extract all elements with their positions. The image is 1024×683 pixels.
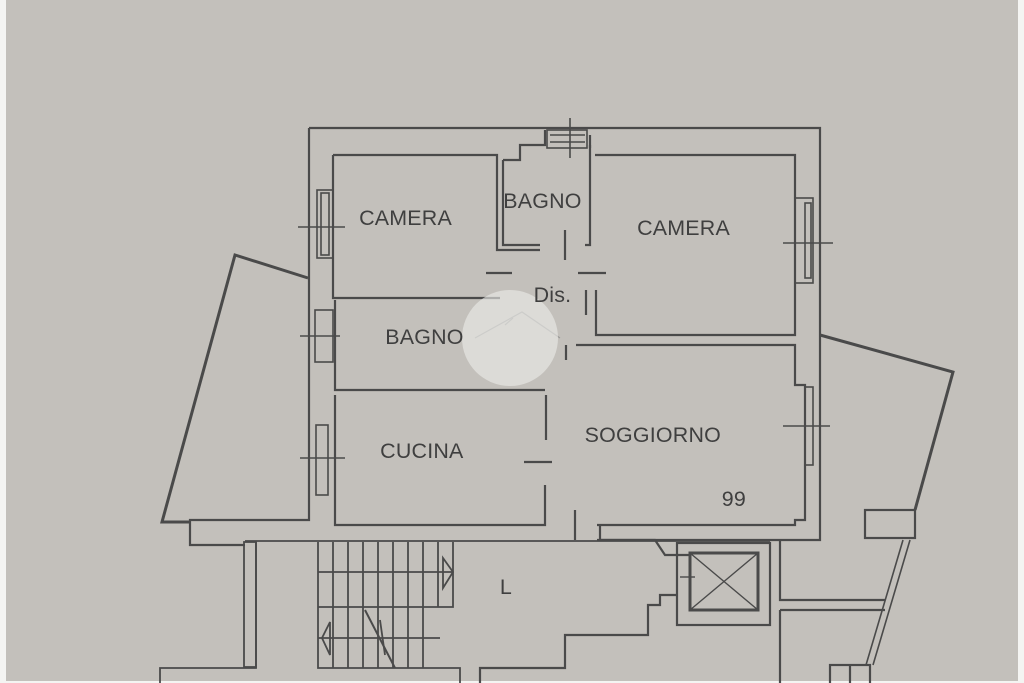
outer-wall xyxy=(309,126,822,542)
room-label-camera-2: CAMERA xyxy=(637,217,730,240)
room-label-cucina: CUCINA xyxy=(380,440,464,463)
room-label-disimpegno: Dis. xyxy=(533,284,572,307)
room-label-bagno-2: BAGNO xyxy=(385,326,464,349)
room-label-soggiorno: SOGGIORNO xyxy=(584,424,721,447)
watermark-logo xyxy=(462,290,558,386)
room-label-landing: L xyxy=(499,576,513,599)
room-label-camera-1: CAMERA xyxy=(359,207,452,230)
room-label-bagno-1: BAGNO xyxy=(503,190,582,213)
unit-number: 99 xyxy=(721,488,747,511)
